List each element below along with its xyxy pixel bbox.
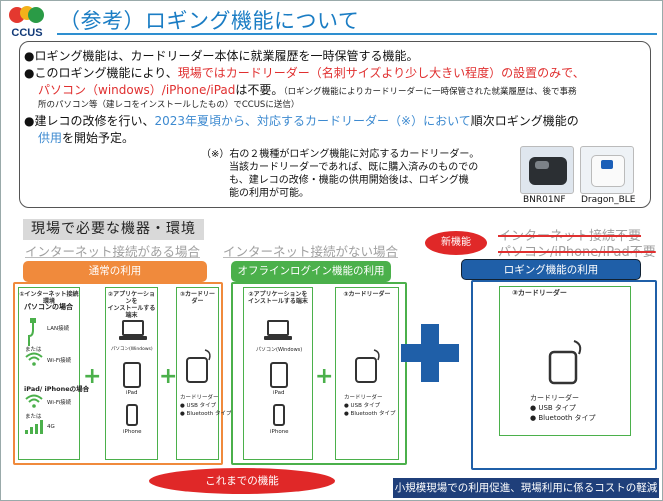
pc-label-2: パソコン(Windows) [256, 347, 303, 353]
ipad-icon-2 [270, 362, 288, 388]
bluetooth-type-label-2: ● Bluetooth タイプ [344, 411, 396, 417]
bullet-2-small: （ロギング機能によりカードリーダーに一時保管された就業履歴は、後で事務 [283, 87, 577, 97]
bluetooth-type-label-3: ● Bluetooth タイプ [530, 414, 596, 422]
offline-app-column: ②アプリケーションをインストールする端末 パソコン(Windows) iPad … [243, 287, 313, 460]
card-reader-icon-3 [548, 340, 582, 385]
big-plus-icon-vertical [421, 324, 439, 382]
offline-card-reader-heading: ③カードリーダー [343, 291, 391, 298]
or-label: または [25, 347, 42, 353]
bullet-2-small2: 所のパソコン等（建レコをインストールしたもの）でCCUSに送信） [38, 100, 300, 110]
bnr01nf-label: BNR01NF [523, 195, 566, 205]
with-internet-heading: インターネット接続がある場合 [25, 244, 201, 259]
bullet-1: ●ロギング機能は、カードリーダー本体に就業履歴を一時保管する機能。 [24, 49, 419, 63]
bullet-2-red: 現場ではカードリーダー（名刺サイズより少し大きい程度）の設置のみで、 [177, 66, 585, 80]
previous-features-badge: これまでの機能 [149, 468, 335, 494]
offline-card-reader-column: ③カードリーダー カードリーダー ● USB タイプ ● Bluetooth タ… [335, 287, 399, 460]
ccus-logo: CCUS [9, 6, 44, 39]
card-reader-label-2: カードリーダー [344, 395, 383, 401]
card-reader-heading: ③カードリーダー [179, 291, 216, 305]
internet-env-column: ①インターネット接続環境 パソコンの場合 LAN接続 または Wi-Fi接続 i… [18, 287, 89, 460]
note-line-4: 能の利用が可能。 [229, 188, 309, 199]
bnr01nf-image [520, 146, 574, 194]
iphone-icon [126, 404, 138, 426]
dragon-ble-image [580, 146, 634, 194]
note-line-1: （※）右の２機種がロギング機能に対応するカードリーダー。 [201, 149, 480, 160]
note-line-3: も、建レコの改修・機能の供用開始後は、ロギング機 [229, 175, 469, 186]
logging-card-reader-heading: ③カードリーダー [512, 289, 567, 297]
offline-usage-header: オフラインログイン機能の利用 [231, 261, 391, 282]
plus-icon-3: + [315, 364, 334, 389]
ipad-icon [123, 362, 141, 388]
wifi-icon-2 [25, 394, 43, 408]
bullet-2: ●このロギング機能により、現場ではカードリーダー（名刺サイズより少し大きい程度）… [24, 65, 585, 82]
laptop-icon [119, 320, 147, 340]
usb-type-label-3: ● USB タイプ [530, 404, 576, 412]
app-device-heading: ②アプリケーションをインストールする端末 [107, 291, 156, 319]
card-reader-icon-2 [355, 349, 380, 383]
iphone-label: iPhone [123, 429, 142, 435]
ipad-case-label: iPad/ iPhoneの場合 [24, 385, 90, 393]
wifi-label-2: Wi-Fi接続 [47, 400, 72, 406]
pc-case-label: パソコンの場合 [24, 303, 73, 311]
offline-usage-panel: ②アプリケーションをインストールする端末 パソコン(Windows) iPad … [231, 282, 407, 465]
bullet-3-blue: 2023年夏頃から、対応するカードリーダー（※）において [154, 114, 471, 128]
plus-icon-2: + [159, 364, 178, 389]
ipad-label: iPad [126, 390, 138, 396]
dragon-ble-label: Dragon_BLE [581, 195, 636, 205]
bullet-3: ●建レコの改修を行い、2023年夏頃から、対応するカードリーダー（※）において順… [24, 113, 579, 130]
without-internet-heading: インターネット接続がない場合 [223, 244, 399, 259]
4g-label: 4G [47, 424, 55, 430]
card-reader-label: カードリーダー [180, 395, 219, 401]
not-needed-internet: インターネット接続不要 [498, 229, 642, 244]
title-underline [57, 33, 657, 35]
card-reader-icon [186, 349, 211, 383]
usb-type-label-2: ● USB タイプ [344, 403, 381, 409]
bullet-3-end: を開始予定。 [62, 131, 135, 145]
new-feature-badge: 新機能 [425, 231, 487, 255]
info-box: ●ロギング機能は、カードリーダー本体に就業履歴を一時保管する機能。 ●このロギン… [19, 41, 651, 208]
bluetooth-type-label: ● Bluetooth タイプ [180, 411, 232, 417]
signal-bars-icon [25, 420, 43, 434]
ipad-label-2: iPad [273, 390, 285, 396]
bullet-2-cont: パソコン（windows）/iPhone/iPadは不要。（ロギング機能によりカ… [38, 82, 576, 101]
logging-usage-header: ロギング機能の利用 [461, 259, 641, 280]
benefit-banner: 小規模現場での利用促進、現場利用に係るコストの軽減 [393, 478, 659, 498]
logging-card-reader-column: ③カードリーダー カードリーダー ● USB タイプ ● Bluetooth タ… [499, 286, 631, 436]
normal-usage-panel: ①インターネット接続環境 パソコンの場合 LAN接続 または Wi-Fi接続 i… [13, 282, 232, 465]
bullet-2-red2: パソコン（windows）/iPhone/iPad [38, 83, 236, 97]
laptop-icon-2 [264, 320, 292, 340]
section-title: 現場で必要な機器・環境 [23, 219, 204, 240]
lan-label: LAN接続 [47, 326, 70, 332]
usb-type-label: ● USB タイプ [180, 403, 217, 409]
logging-usage-panel: ③カードリーダー カードリーダー ● USB タイプ ● Bluetooth タ… [471, 280, 657, 470]
bullet-3-cont: 供用を開始予定。 [38, 130, 134, 147]
app-device-column: ②アプリケーションをインストールする端末 パソコン(Windows) iPad … [105, 287, 158, 460]
card-reader-label-3: カードリーダー [530, 394, 579, 402]
offline-app-heading: ②アプリケーションをインストールする端末 [248, 291, 308, 305]
pc-label: パソコン(Windows) [111, 347, 153, 352]
wifi-icon [25, 352, 43, 366]
iphone-icon-2 [273, 404, 285, 426]
logo-text: CCUS [11, 27, 42, 39]
plus-icon: + [83, 364, 102, 389]
bullet-2-tail: は不要。 [235, 83, 284, 97]
bullet-3-blue2: 供用 [38, 131, 63, 145]
internet-env-heading: ①インターネット接続環境 [19, 291, 79, 305]
bullet-3-tail: 順次ロギング機能の [470, 114, 579, 128]
note-line-2: 当該カードリーダーであれば、既に購入済みのものでの [229, 162, 479, 173]
page-title: （参考）ロギング機能について [59, 9, 360, 33]
normal-usage-header: 通常の利用 [23, 261, 207, 282]
wifi-label: Wi-Fi接続 [47, 358, 72, 364]
bullet-2-text: ●このロギング機能により、 [24, 66, 178, 80]
or-label-2: または [25, 414, 42, 420]
note: （※）右の２機種がロギング機能に対応するカードリーダー。 当該カードリーダーであ… [201, 148, 513, 205]
card-reader-column: ③カードリーダー カードリーダー ● USB タイプ ● Bluetooth タ… [176, 287, 232, 460]
lan-cable-icon [28, 318, 36, 346]
bullet-3-text: ●建レコの改修を行い、 [24, 114, 155, 128]
not-needed-devices: パソコン/iPhone/iPad不要 [498, 245, 656, 260]
iphone-label-2: iPhone [270, 429, 289, 435]
